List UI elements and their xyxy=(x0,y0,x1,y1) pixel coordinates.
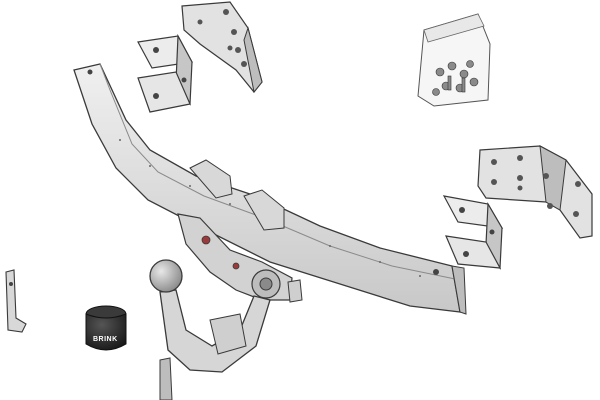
mounting-plate-top xyxy=(181,1,263,94)
mounting-plate-right xyxy=(477,145,593,239)
small-l-bracket xyxy=(5,269,27,333)
cross-beam xyxy=(73,63,467,315)
angle-bracket-left xyxy=(137,33,193,113)
cap-brand-label: BRINK xyxy=(93,336,118,343)
tow-ball-arm xyxy=(149,213,303,400)
angle-bracket-right xyxy=(442,195,504,271)
hardware-bag xyxy=(417,13,491,107)
socket-cap: BRINK xyxy=(85,305,127,351)
beam-clamps xyxy=(189,159,285,231)
